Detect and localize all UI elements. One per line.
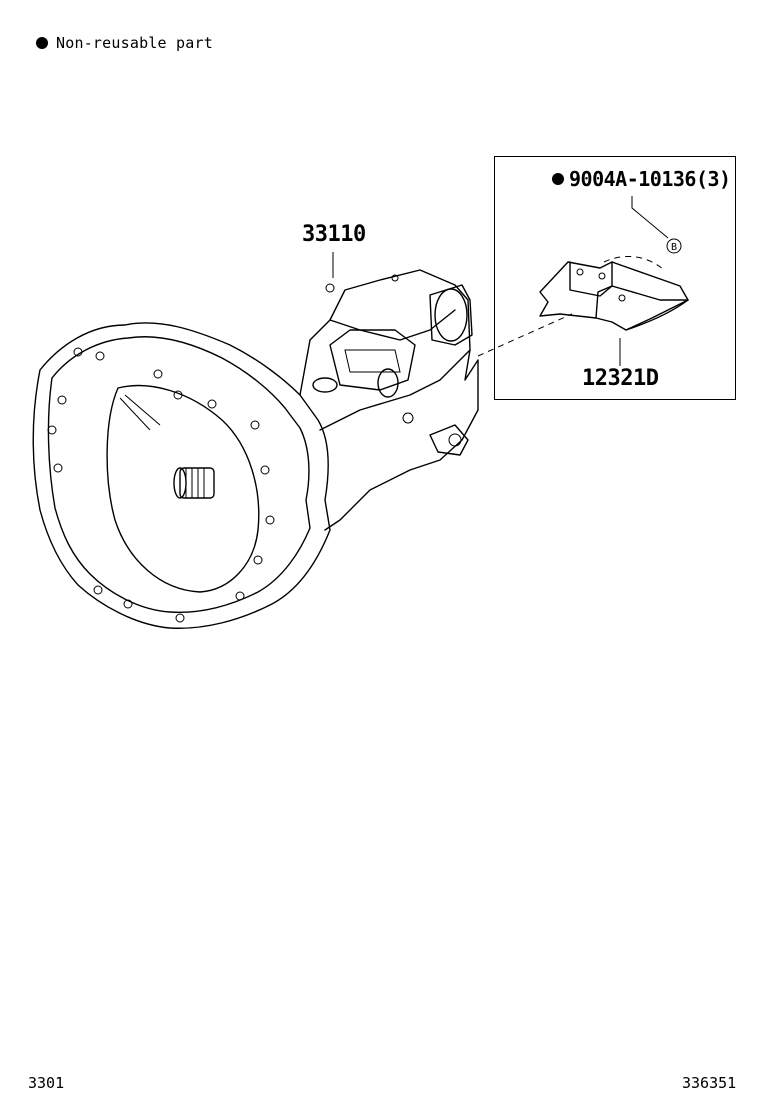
non-reusable-bullet-icon xyxy=(552,173,564,185)
cover-illustration xyxy=(539,256,689,331)
footer-left-code: 3301 xyxy=(28,1074,65,1092)
bolt-callout-letter: B xyxy=(671,242,677,253)
legend-text: Non-reusable part xyxy=(56,34,213,52)
part-number-bolt-row: 9004A-10136(3) xyxy=(552,167,731,191)
part-number-12321d: 12321D xyxy=(582,366,659,391)
bolt-callout-marker xyxy=(666,238,682,254)
footer-right-code: 336351 xyxy=(682,1074,737,1092)
non-reusable-bullet-icon xyxy=(36,37,48,49)
part-number-bolt: 9004A-10136(3) xyxy=(569,167,731,191)
part-number-33110: 33110 xyxy=(302,222,366,247)
leader-bolt xyxy=(631,196,669,239)
transmission-illustration xyxy=(32,269,479,629)
inset-frame xyxy=(494,156,736,400)
legend: Non-reusable part xyxy=(36,34,213,52)
